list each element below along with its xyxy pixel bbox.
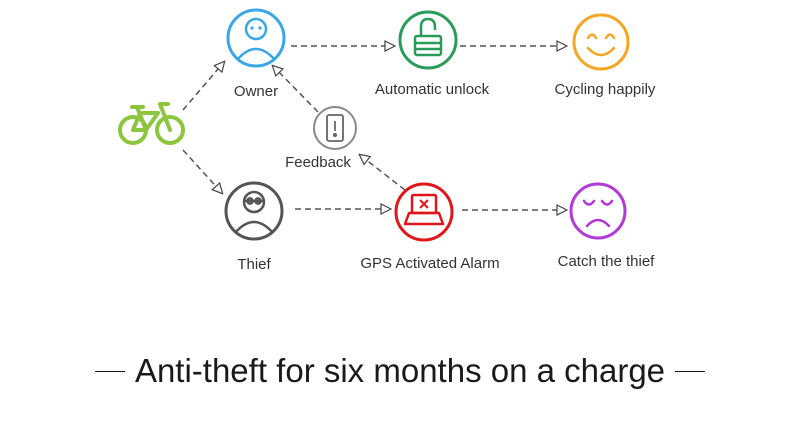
arrow-feedback-to-owner [273,66,319,113]
owner-node: Owner [226,8,286,100]
arrow-alarm-to-feedback [360,155,406,191]
cycling-label: Cycling happily [555,81,656,98]
alarm-device-icon [403,193,445,226]
tagline: Anti-theft for six months on a charge [0,346,800,396]
catch-label: Catch the thief [558,253,656,270]
feedback-node: Feedback [285,106,357,171]
catch-icon-ring [569,182,627,240]
arrow-bike-to-owner [182,62,224,111]
arrow-bike-to-thief [182,149,222,193]
masked-person-icon [234,190,274,234]
tagline-left-dash [94,370,125,372]
catch-node: Catch the thief [558,182,656,270]
phone-icon [326,114,344,142]
tagline-right-dash [675,370,706,372]
thief-label: Thief [237,256,271,273]
bicycle-icon [118,102,185,145]
alarm-label: GPS Activated Alarm [360,255,499,272]
sad-face-icon [582,199,614,228]
unlock-node: Automatic unlock [375,10,490,98]
unlock-label: Automatic unlock [375,81,490,98]
tagline-text: Anti-theft for six months on a charge [134,352,666,389]
person-icon [236,17,276,61]
cycling-node: Cycling happily [555,13,656,98]
alarm-node: GPS Activated Alarm [360,182,500,272]
smiley-face-icon [586,33,616,57]
unlock-icon-ring [398,10,458,70]
cycling-icon-ring [572,13,630,71]
owner-label: Owner [234,83,278,100]
feedback-label: Feedback [285,154,351,171]
unlocked-padlock-icon [413,17,443,57]
thief-node: Thief [224,181,284,273]
